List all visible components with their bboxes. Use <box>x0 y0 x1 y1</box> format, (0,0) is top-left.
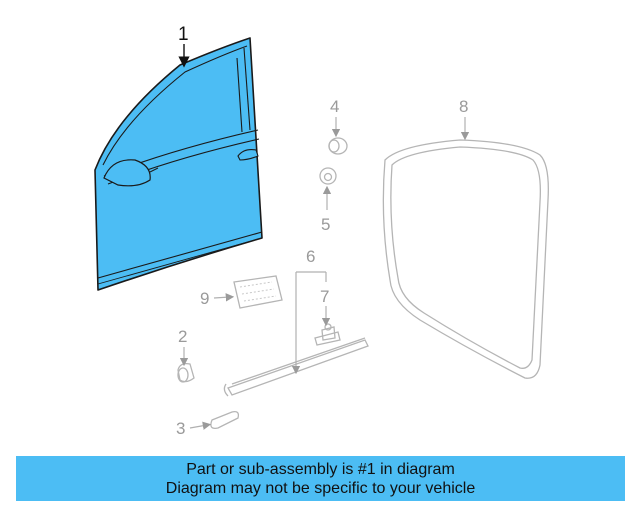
callout-5: 5 <box>321 215 330 234</box>
part-2-grommet[interactable] <box>177 362 195 383</box>
callout-4: 4 <box>330 97 339 116</box>
callout-2: 2 <box>178 327 187 346</box>
callout-3: 3 <box>176 419 185 438</box>
part-3-emblem[interactable] <box>210 410 240 429</box>
callout-6: 6 <box>306 247 315 266</box>
callout-9: 9 <box>200 289 209 308</box>
banner-line-1: Part or sub-assembly is #1 in diagram <box>186 460 455 478</box>
callout-8: 8 <box>459 97 468 116</box>
part-7-clip[interactable] <box>314 323 341 346</box>
callout-1: 1 <box>178 24 189 45</box>
part-5-clip[interactable] <box>319 167 337 185</box>
banner-line-2: Diagram may not be specific to your vehi… <box>165 479 476 497</box>
part-9-pad[interactable] <box>233 275 283 309</box>
part-4-plug[interactable] <box>328 137 348 155</box>
part-8-weatherstrip[interactable] <box>382 139 549 379</box>
part-6-moulding[interactable] <box>223 337 369 397</box>
callout-7: 7 <box>320 287 329 306</box>
parts-diagram: 1 4 5 8 9 6 7 <box>94 24 549 438</box>
front-door-part[interactable] <box>94 37 263 291</box>
info-banner: Part or sub-assembly is #1 in diagram Di… <box>16 456 625 501</box>
